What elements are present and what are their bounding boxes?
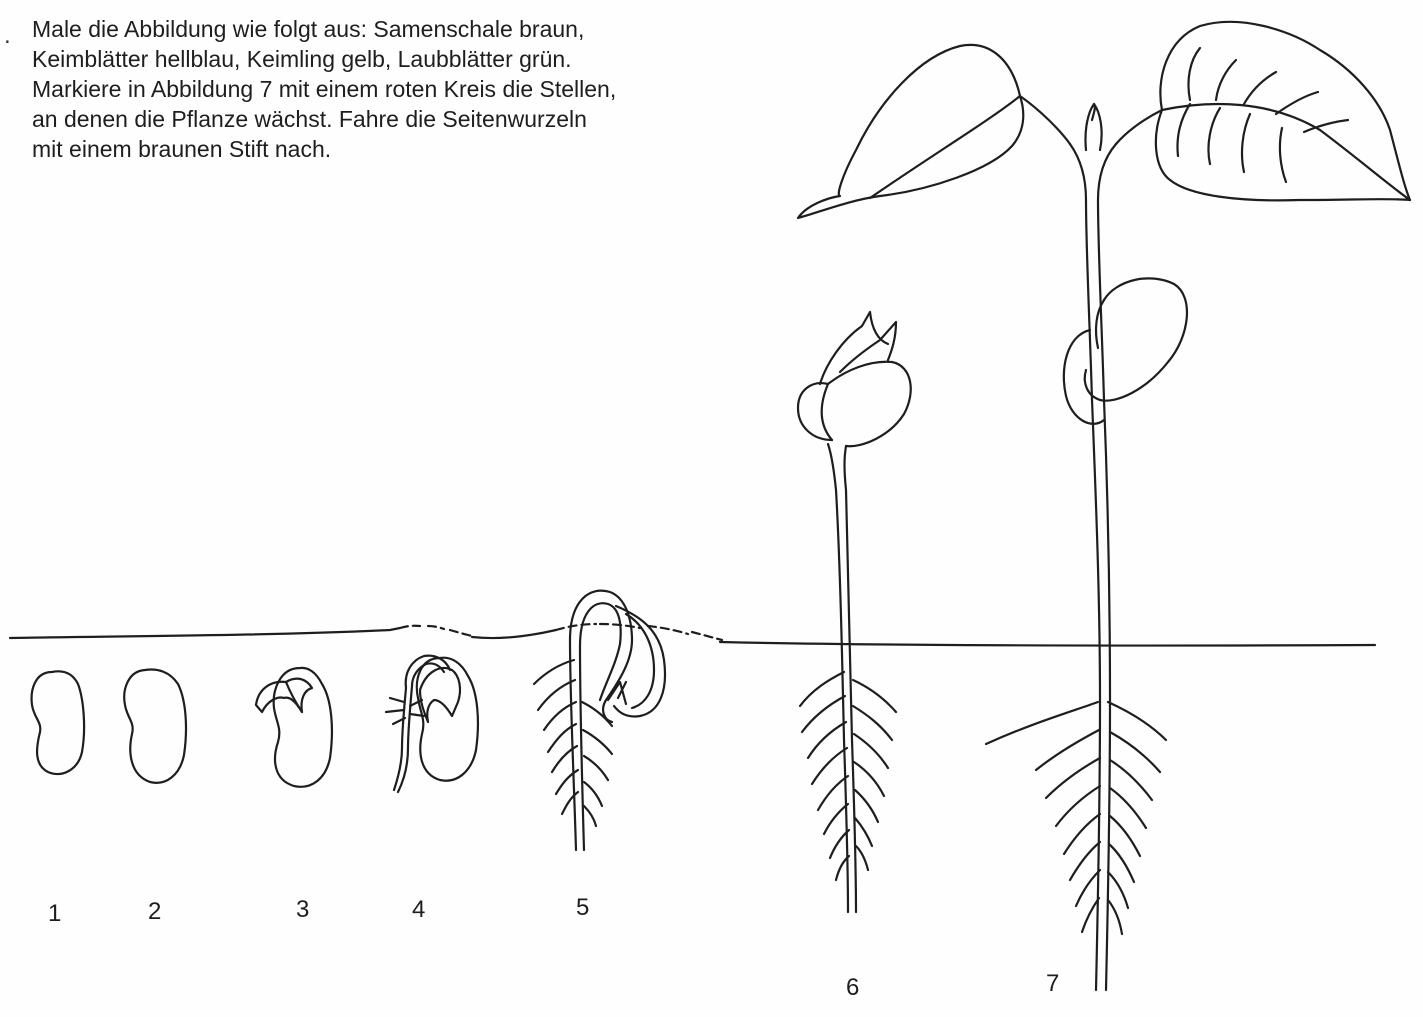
stage-label-6: 6 (846, 974, 859, 1002)
seed-stage-2 (124, 670, 186, 783)
stage-label-2: 2 (148, 898, 161, 926)
seed-stage-1 (32, 671, 84, 774)
seedling-stage-6 (798, 312, 911, 912)
plant-stage-7 (798, 22, 1410, 990)
seed-stage-4 (386, 656, 478, 792)
stage-label-7: 7 (1046, 970, 1059, 998)
seed-stage-3 (256, 668, 332, 787)
stage-label-1: 1 (48, 900, 61, 928)
stage-label-3: 3 (296, 896, 309, 924)
soil-line (10, 624, 1375, 646)
stage-label-4: 4 (412, 896, 425, 924)
stage-label-5: 5 (576, 894, 589, 922)
